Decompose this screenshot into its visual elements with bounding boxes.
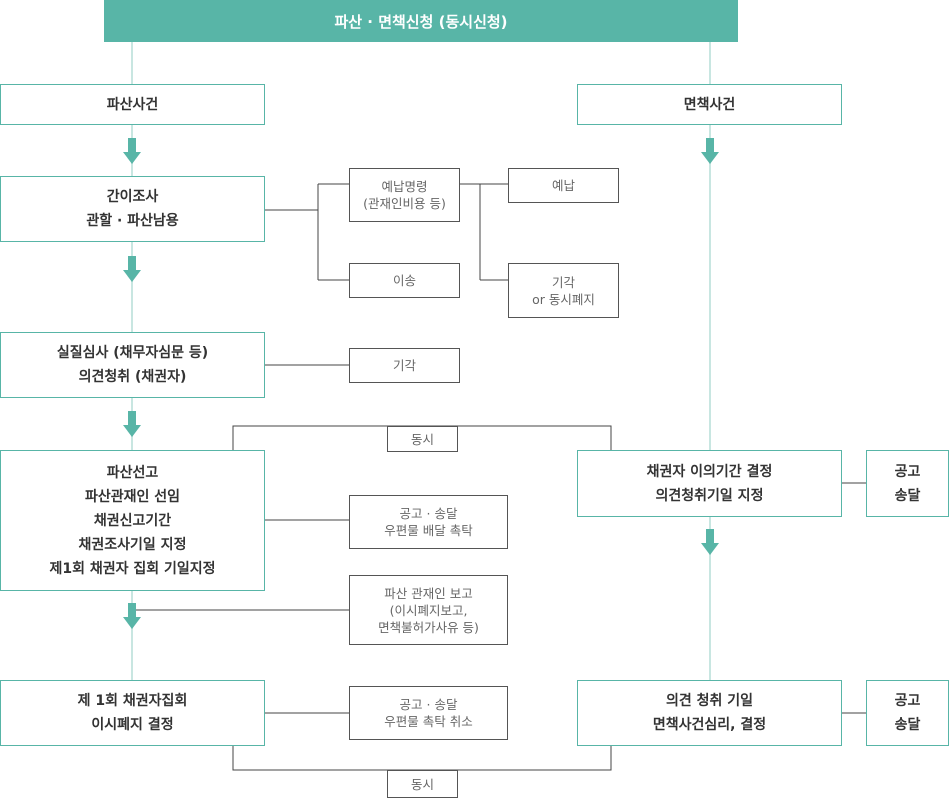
- substantive-review-box: 실질심사 (채무자심문 등) 의견청취 (채권자): [0, 332, 265, 398]
- first-meeting-line-2: 이시폐지 결정: [91, 717, 174, 733]
- notice1-line-2: 송달: [894, 487, 921, 504]
- notice1-line-1: 공고: [894, 463, 921, 480]
- arrow-down-icon: [123, 411, 141, 437]
- notice-delivery-line-1: 공고 · 송달: [399, 506, 458, 521]
- brief-review-box: 간이조사 관할 · 파산남용: [0, 176, 265, 242]
- transfer-box: 이송: [349, 263, 460, 298]
- transfer-label: 이송: [392, 273, 416, 288]
- substantive-review-line-2: 의견청취 (채권자): [78, 369, 187, 385]
- objection-period-box: 채권자 이의기간 결정 의견청취기일 지정: [577, 450, 842, 517]
- substantive-review-line-1: 실질심사 (채무자심문 등): [56, 345, 209, 361]
- advance-payment-box: 예납: [508, 168, 619, 203]
- advance-order-line-1: 예납명령: [381, 179, 428, 194]
- arrow-down-icon: [123, 603, 141, 629]
- declaration-line-5: 제1회 채권자 집회 기일지정: [49, 560, 216, 577]
- bracket-bottom-simultaneous: [232, 746, 612, 771]
- notice-cancel-line-2: 우편물 촉탁 취소: [384, 714, 473, 729]
- hearing-box: 의견 청취 기일 면책사건심리, 결정: [577, 680, 842, 746]
- arrow-down-icon: [701, 529, 719, 555]
- declaration-line-2: 파산관재인 선임: [84, 488, 181, 505]
- notice-delivery-box: 공고 · 송달 우편물 배달 촉탁: [349, 495, 508, 549]
- arrow-down-icon: [701, 138, 719, 164]
- bankruptcy-case-box: 파산사건: [0, 84, 265, 125]
- declaration-line-3: 채권신고기간: [93, 512, 172, 529]
- objection-period-line-1: 채권자 이의기간 결정: [646, 463, 773, 480]
- dismiss-or-close-line-2: or 동시폐지: [532, 291, 595, 307]
- discharge-case-box: 면책사건: [577, 84, 842, 125]
- simultaneous-top-box: 동시: [387, 426, 458, 452]
- declaration-line-4: 채권조사기일 지정: [78, 536, 187, 553]
- notice-cancel-line-1: 공고 · 송달: [399, 697, 458, 712]
- header-title: 파산 · 면책신청 (동시신청): [104, 0, 738, 42]
- trustee-report-box: 파산 관재인 보고 (이시폐지보고, 면책불허가사유 등): [349, 575, 508, 645]
- notice2-line-2: 송달: [894, 717, 921, 733]
- advance-order-box: 예납명령 (관재인비용 등): [349, 168, 460, 222]
- dismiss-or-close-line-1: 기각: [551, 274, 575, 290]
- hearing-line-2: 면책사건심리, 결정: [652, 717, 767, 733]
- bankruptcy-case-label: 파산사건: [106, 96, 159, 113]
- trustee-report-line-2: (이시폐지보고,: [389, 602, 468, 618]
- notice2-line-1: 공고: [894, 693, 921, 709]
- discharge-case-label: 면책사건: [683, 96, 736, 113]
- advance-order-line-2: (관재인비용 등): [363, 196, 446, 211]
- notice-delivery-line-2: 우편물 배달 촉탁: [384, 523, 473, 538]
- trustee-report-line-3: 면책불허가사유 등): [378, 619, 479, 635]
- notice2-box: 공고 송달: [866, 680, 949, 746]
- declaration-line-1: 파산선고: [106, 464, 159, 481]
- first-meeting-line-1: 제 1회 채권자집회: [77, 693, 188, 709]
- simultaneous-top-label: 동시: [410, 431, 434, 447]
- simultaneous-bottom-label: 동시: [410, 776, 434, 792]
- trustee-report-line-1: 파산 관재인 보고: [384, 585, 473, 601]
- dismiss-box: 기각: [349, 348, 460, 383]
- arrow-down-icon: [123, 138, 141, 164]
- brief-review-line-2: 관할 · 파산남용: [86, 213, 179, 229]
- notice-cancel-box: 공고 · 송달 우편물 촉탁 취소: [349, 686, 508, 740]
- arrow-down-icon: [123, 256, 141, 282]
- declaration-box: 파산선고 파산관재인 선임 채권신고기간 채권조사기일 지정 제1회 채권자 집…: [0, 450, 265, 591]
- dismiss-label: 기각: [392, 358, 416, 373]
- brief-review-line-1: 간이조사: [106, 189, 159, 205]
- simultaneous-bottom-box: 동시: [387, 770, 458, 798]
- advance-payment-label: 예납: [551, 178, 575, 193]
- dismiss-or-close-box: 기각 or 동시폐지: [508, 263, 619, 318]
- objection-period-line-2: 의견청취기일 지정: [655, 487, 764, 504]
- first-meeting-box: 제 1회 채권자집회 이시폐지 결정: [0, 680, 265, 746]
- notice1-box: 공고 송달: [866, 450, 949, 517]
- hearing-line-1: 의견 청취 기일: [665, 693, 754, 709]
